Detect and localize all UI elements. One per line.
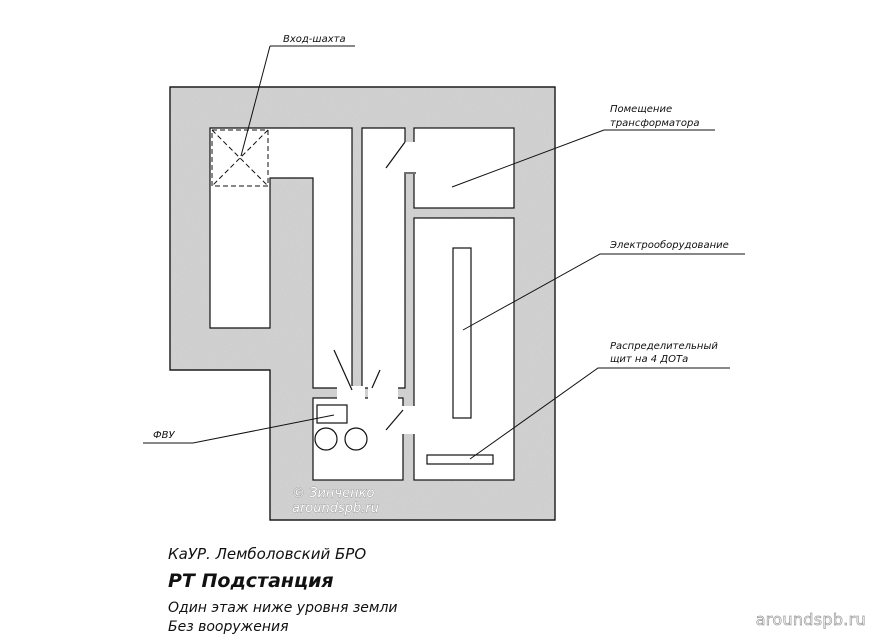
bunker-outline	[169, 86, 556, 521]
electrical-cabinet	[452, 247, 472, 419]
callout-transformer-room-line1: Помещение	[610, 104, 672, 115]
caption-note-level: Один этаж ниже уровня земли	[168, 600, 398, 616]
fvu-room	[312, 397, 404, 481]
doors	[333, 141, 417, 434]
leader-lines	[143, 45, 745, 460]
leader-transformer-room	[451, 129, 715, 188]
entrance-shaft-cross-1	[211, 129, 269, 187]
electrical-equipment-room	[413, 217, 515, 481]
caption-title: РТ Подстанция	[168, 570, 334, 592]
rooms	[209, 127, 515, 481]
door-gap-corridor-right	[368, 386, 398, 400]
callout-distribution-board-line2: щит на 4 ДОТа	[610, 354, 688, 365]
callout-transformer-room-line2: трансформатора	[610, 118, 699, 129]
leader-entrance-shaft-pointer	[240, 45, 271, 157]
entrance-corridor	[209, 127, 353, 389]
caption-organization: КаУР. Лемболовский БРО	[168, 545, 367, 563]
fvu-unit	[316, 404, 348, 424]
callout-distribution-board-line1: Распределительный	[610, 341, 718, 352]
fvu-filter-1	[314, 427, 338, 451]
entrance-shaft-cross-2	[211, 129, 269, 187]
callout-entrance-shaft: Вход-шахта	[283, 34, 346, 45]
entrance-shaft	[211, 129, 269, 187]
fvu-filter-2	[344, 427, 368, 451]
door-leaf-corridor-left	[333, 349, 353, 391]
caption-note-armament: Без вооружения	[168, 619, 289, 635]
distribution-board	[426, 454, 494, 465]
leader-fvu	[143, 414, 335, 444]
copyright-author: © Зинченко	[292, 486, 374, 501]
door-gap-corridor-left	[337, 386, 365, 400]
leader-distribution-board	[469, 367, 730, 460]
door-leaf-transformer	[385, 141, 406, 169]
door-leaf-corridor-right	[371, 369, 381, 389]
leader-electrical-equipment	[462, 253, 745, 331]
door-gap-transformer	[403, 142, 417, 174]
transformer-room	[413, 127, 515, 209]
central-corridor	[361, 127, 406, 389]
door-leaf-fvu	[385, 409, 404, 431]
entrance-shaft-square	[211, 129, 269, 187]
equipment	[314, 247, 494, 465]
door-gap-fvu	[400, 406, 416, 434]
copyright-site: aroundspb.ru	[292, 501, 379, 516]
callout-electrical-equipment: Электрооборудование	[609, 239, 729, 251]
watermark-site: aroundspb.ru	[755, 610, 866, 630]
callout-fvu: ФВУ	[153, 430, 175, 441]
